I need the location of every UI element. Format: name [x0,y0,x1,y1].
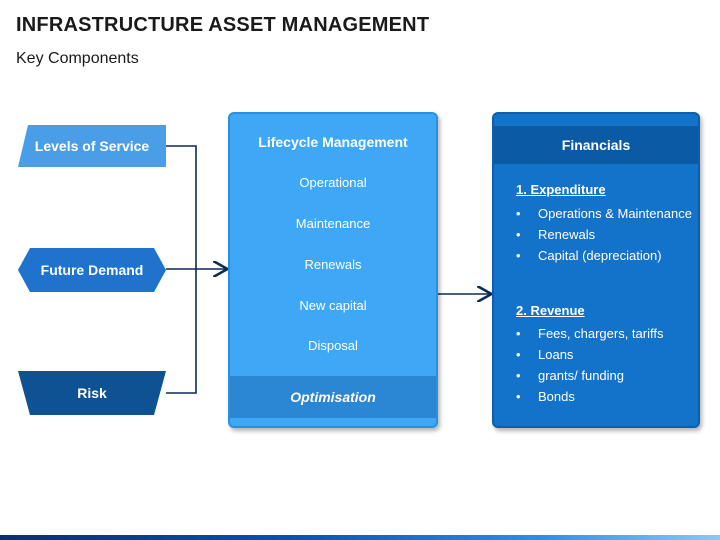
connector-risk [166,269,197,394]
list-item-text: Bonds [538,389,575,404]
list-item: •Fees, chargers, tariffs [516,326,664,341]
list-item-text: Capital (depreciation) [538,248,662,263]
list-item-text: grants/ funding [538,368,625,383]
financials-box: Financials 1. Expenditure •Operations & … [492,112,700,428]
lifecycle-management-box: Lifecycle Management Operational Mainten… [228,112,438,428]
revenue-heading: 2. Revenue [516,303,585,318]
expenditure-heading: 1. Expenditure [516,182,606,197]
list-item-text: Fees, chargers, tariffs [538,326,664,341]
risk-shape: Risk [18,371,166,415]
list-item-text: Renewals [538,227,596,242]
list-item: •Loans [516,347,574,362]
financials-header: Financials [494,126,698,164]
future-demand-label: Future Demand [40,262,144,278]
optimisation-label: Optimisation [290,389,376,405]
list-item-text: Loans [538,347,574,362]
list-item: •grants/ funding [516,368,625,383]
lifecycle-item: Renewals [304,257,362,272]
lifecycle-item: New capital [299,298,367,313]
optimisation-bar: Optimisation [230,376,436,418]
levels-of-service-label: Levels of Service [34,138,150,154]
page-subtitle: Key Components [16,50,139,67]
list-item-text: Operations & Maintenance [538,206,692,221]
expenditure-list: •Operations & Maintenance •Renewals •Cap… [494,205,694,268]
future-demand-shape: Future Demand [18,248,166,292]
risk-label: Risk [77,385,107,401]
lifecycle-title: Lifecycle Management [258,134,408,150]
lifecycle-item: Operational [299,175,367,190]
lifecycle-item: Maintenance [295,216,371,231]
page-title: INFRASTRUCTURE ASSET MANAGEMENT [16,14,430,36]
footer-gradient-bar [0,535,720,540]
list-item: •Renewals [516,227,596,242]
lifecycle-item: Disposal [308,338,358,353]
list-item: •Operations & Maintenance [516,206,692,221]
list-item: •Capital (depreciation) [516,248,662,263]
list-item: •Bonds [516,389,575,404]
financials-title: Financials [561,137,631,153]
revenue-list: •Fees, chargers, tariffs •Loans •grants/… [494,325,694,409]
connector-levels [166,145,197,269]
levels-of-service-shape: Levels of Service [18,125,166,167]
